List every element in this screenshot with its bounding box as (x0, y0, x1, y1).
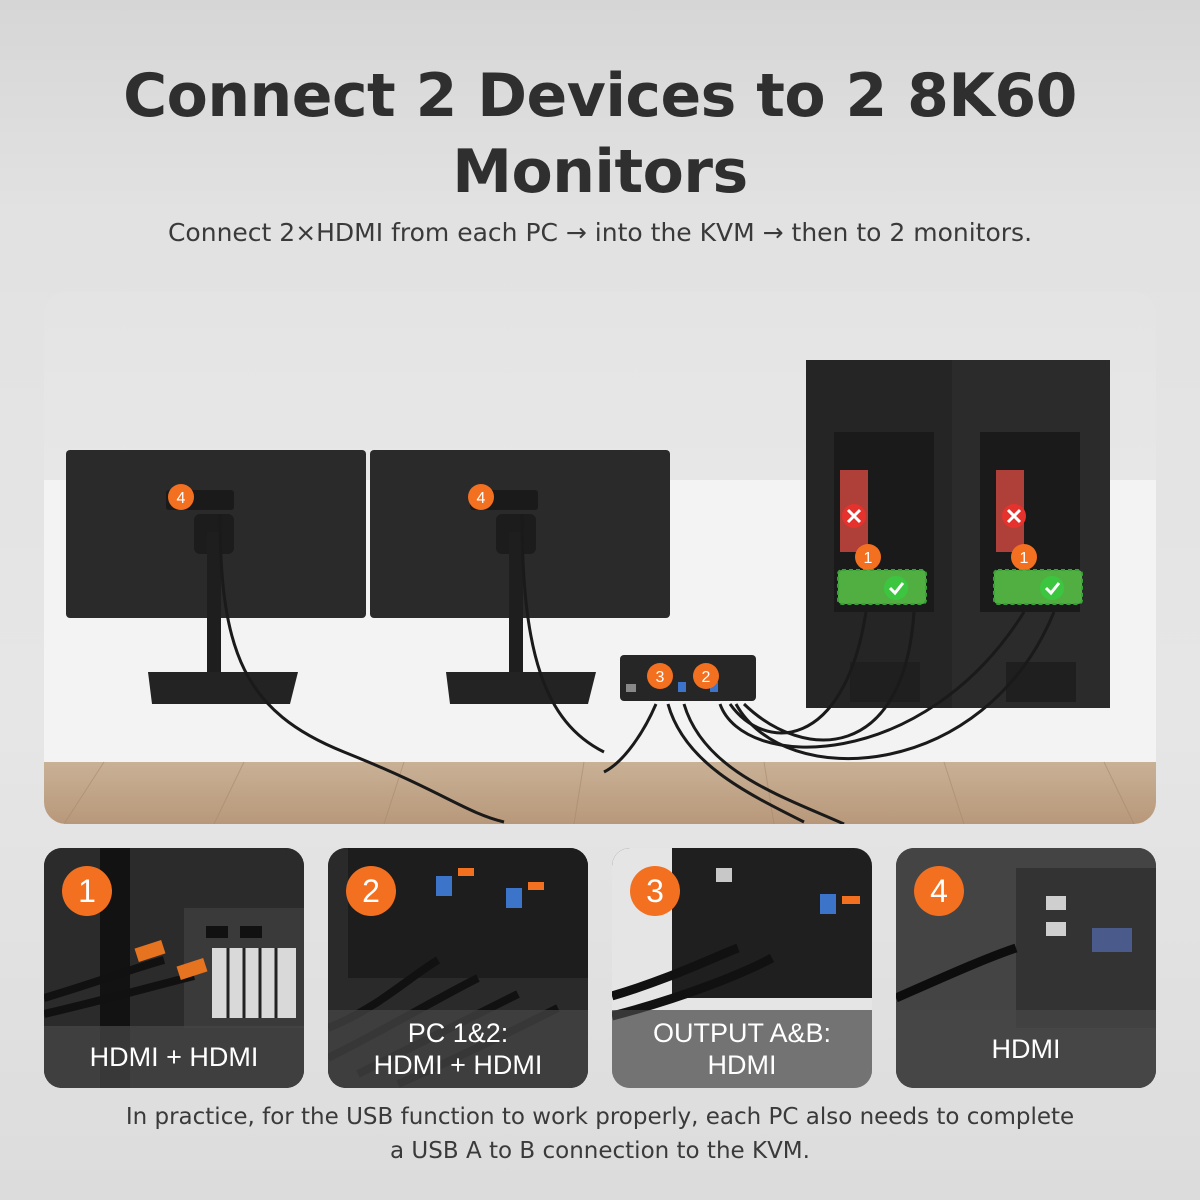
tile-number-badge: 2 (346, 866, 396, 916)
kvm-switch (620, 655, 756, 701)
note-line-2: a USB A to B connection to the KVM. (390, 1138, 810, 1164)
error-icon (842, 504, 866, 528)
tile-caption: HDMI (896, 1010, 1156, 1088)
svg-text:3: 3 (656, 669, 665, 686)
tile-number-badge: 1 (62, 866, 112, 916)
svg-text:4: 4 (477, 490, 486, 507)
detail-tile-kvm-outputs: 3 OUTPUT A&B: HDMI (612, 848, 872, 1088)
setup-illustration: 1 1 2 3 4 4 (44, 292, 1156, 824)
badge-monitor-2: 4 (468, 484, 494, 510)
tile-caption: HDMI + HDMI (44, 1026, 304, 1088)
badge-kvm-input: 2 (693, 663, 719, 689)
error-icon (1002, 504, 1026, 528)
badge-pc-port-1: 1 (855, 544, 881, 570)
detail-tile-kvm-inputs: 2 PC 1&2: HDMI + HDMI (328, 848, 588, 1088)
tile-number-badge: 4 (914, 866, 964, 916)
checkmark-icon (1040, 576, 1064, 600)
pc-tower-1 (806, 360, 964, 708)
tile-number-badge: 3 (630, 866, 680, 916)
svg-text:4: 4 (177, 490, 186, 507)
badge-pc-port-2: 1 (1011, 544, 1037, 570)
detail-tile-pc-ports: 1 HDMI + HDMI (44, 848, 304, 1088)
subtitle: Connect 2×HDMI from each PC → into the K… (167, 218, 1033, 247)
page-title: Connect 2 Devices to 2 8K60 Monitors (0, 58, 1200, 210)
tile-caption: PC 1&2: HDMI + HDMI (328, 1010, 588, 1088)
setup-scene: 1 1 2 3 4 4 (44, 292, 1156, 824)
detail-tile-monitor-port: 4 HDMI (896, 848, 1156, 1088)
note-line-1: In practice, for the USB function to wor… (125, 1104, 1075, 1130)
monitor-2 (370, 450, 670, 704)
tile-caption: OUTPUT A&B: HDMI (612, 1010, 872, 1088)
title-line-1: Connect 2 Devices to 2 8K60 (123, 61, 1077, 131)
checkmark-icon (884, 576, 908, 600)
badge-monitor-1: 4 (168, 484, 194, 510)
svg-text:2: 2 (702, 669, 711, 686)
svg-text:1: 1 (864, 550, 873, 567)
pc-tower-2 (952, 360, 1110, 708)
title-line-2: Monitors (452, 137, 748, 207)
usb-requirement-note: In practice, for the USB function to wor… (0, 1100, 1200, 1168)
badge-kvm-output: 3 (647, 663, 673, 689)
svg-text:1: 1 (1020, 550, 1029, 567)
monitor-1 (66, 450, 366, 704)
hdmi-cables (218, 513, 1056, 824)
